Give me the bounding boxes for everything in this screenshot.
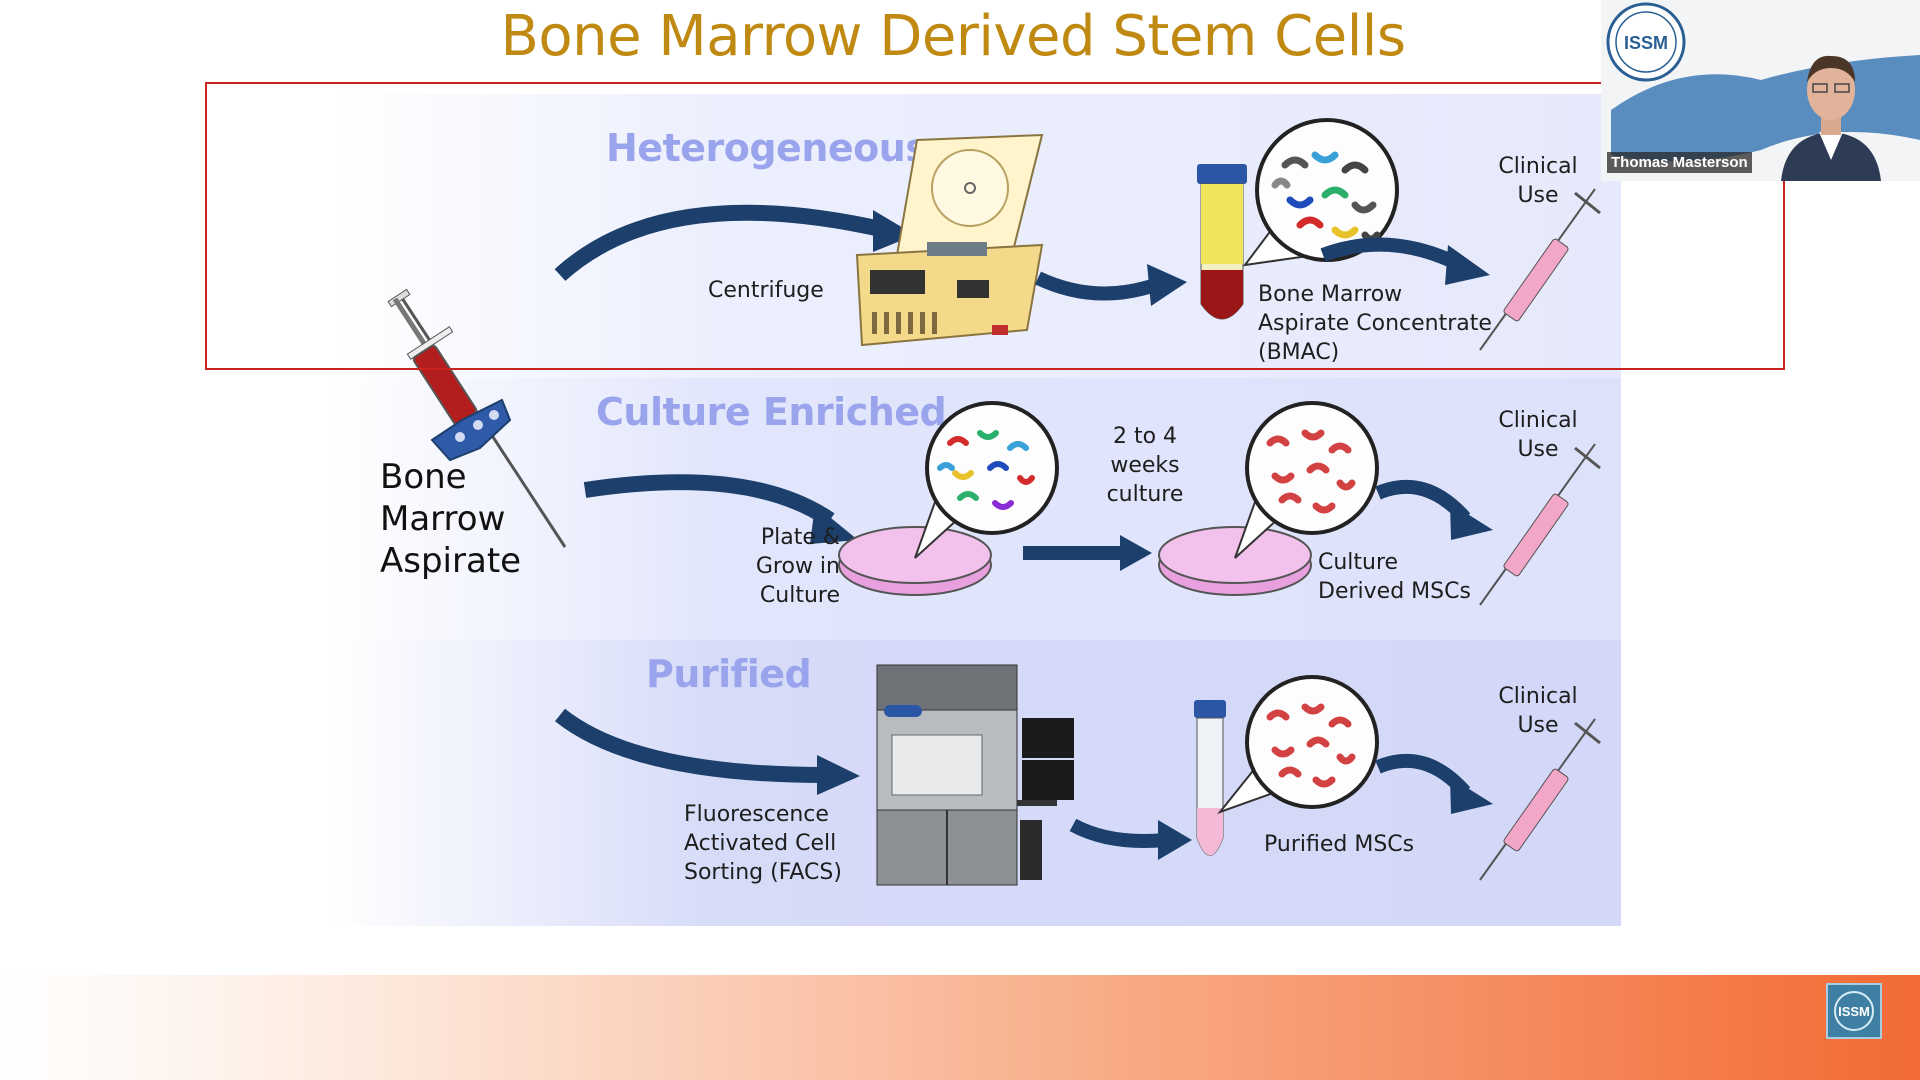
msc-cells-magnifier-2-icon	[1217, 675, 1379, 815]
plate-grow-label: Plate & Grow in Culture	[755, 525, 840, 608]
culture-enriched-title: Culture Enriched	[596, 390, 947, 434]
clinical-use-label-1: Clinical Use	[1498, 154, 1578, 208]
issm-footer-logo: ISSM	[1826, 983, 1882, 1039]
syringe-2-icon	[1479, 443, 1601, 606]
facs-machine-icon	[876, 664, 1074, 886]
svg-text:ISSM: ISSM	[1838, 1004, 1870, 1019]
participant-avatar	[1781, 55, 1881, 181]
bmac-label: Bone Marrow Aspirate Concentrate (BMAC)	[1258, 282, 1492, 365]
arrow-to-centrifuge-icon	[554, 204, 915, 281]
arrow-to-plate-icon	[583, 474, 858, 544]
arrow-to-clinical-use-1-icon	[1320, 237, 1490, 285]
bone-marrow-aspirate-label: Bone Marrow Aspirate	[380, 457, 522, 581]
svg-text:ISSM: ISSM	[1624, 33, 1668, 53]
petri-dish-1-icon	[838, 526, 992, 596]
culture-derived-mscs-label: Culture Derived MSCs	[1318, 550, 1471, 604]
msc-cells-magnifier-1-icon	[1234, 401, 1379, 559]
arrow-culture-period-icon	[1023, 535, 1152, 571]
footer-bar	[0, 975, 1920, 1080]
facs-label: Fluorescence Activated Cell Sorting (FAC…	[684, 802, 842, 885]
petri-dish-2-icon	[1158, 526, 1312, 596]
culture-duration-label: 2 to 4 weeks culture	[1106, 424, 1184, 507]
purified-mscs-label: Purified MSCs	[1264, 832, 1415, 857]
bmac-tube-icon	[1197, 164, 1247, 320]
clinical-use-label-2: Clinical Use	[1498, 408, 1578, 462]
participant-name: Thomas Masterson	[1607, 152, 1752, 173]
purified-tube-icon	[1194, 700, 1226, 856]
bone-marrow-needle-icon	[387, 288, 567, 548]
arrow-to-clinical-use-3-icon	[1375, 753, 1493, 814]
purified-title: Purified	[646, 652, 812, 696]
syringe-1-icon	[1479, 188, 1601, 351]
clinical-use-label-3: Clinical Use	[1498, 684, 1578, 738]
arrow-to-purified-tube-icon	[1069, 818, 1192, 860]
issm-logo-icon: ISSM	[1834, 991, 1874, 1031]
centrifuge-icon	[855, 133, 1044, 347]
arrow-to-clinical-use-2-icon	[1375, 479, 1493, 540]
heterogeneous-title: Heterogeneous	[606, 126, 928, 170]
arrow-to-facs-icon	[555, 708, 860, 795]
syringe-3-icon	[1479, 718, 1601, 881]
heterogeneous-cells-magnifier-icon	[1242, 118, 1399, 267]
video-tile[interactable]: ISSM Thomas Masterson	[1601, 0, 1920, 181]
highlight-box	[205, 82, 1785, 370]
arrow-to-bmac-tube-icon	[1035, 264, 1187, 306]
centrifuge-label: Centrifuge	[708, 278, 824, 303]
slide-title: Bone Marrow Derived Stem Cells	[500, 4, 1406, 69]
mixed-cells-magnifier-icon	[914, 401, 1059, 559]
